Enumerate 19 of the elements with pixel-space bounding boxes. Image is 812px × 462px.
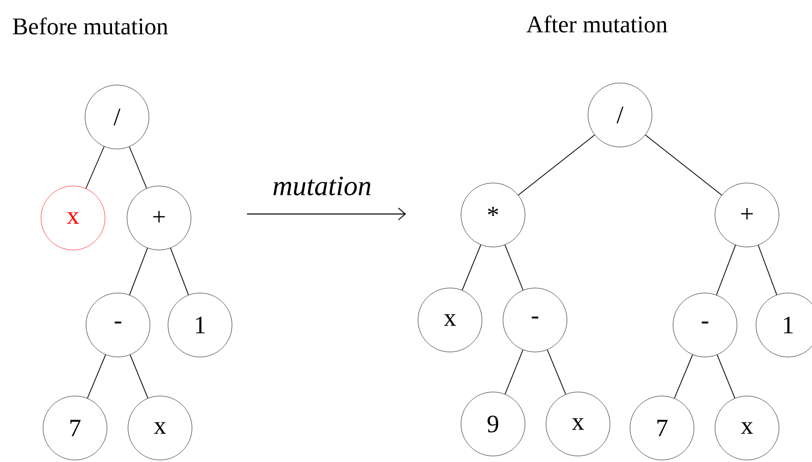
tree-edge [504,349,524,395]
arrow-label: mutation [273,176,370,196]
tree-edge [518,134,596,196]
tree-edge [644,134,722,196]
tree-edge [85,146,105,189]
tree-edge [716,244,736,296]
tree-edge [128,146,148,189]
tree-edge [758,244,778,296]
tree-edge [674,354,693,399]
tree-edge [546,349,566,395]
heading: After mutation [526,15,668,33]
tree-edge [87,354,106,399]
tree-edge [170,248,189,296]
heading: Before mutation [12,17,168,35]
tree-edge [462,244,482,291]
tree-edge [129,248,148,296]
tree-edge [130,354,148,399]
tree-edge [716,354,736,399]
tree-edge [504,244,524,290]
